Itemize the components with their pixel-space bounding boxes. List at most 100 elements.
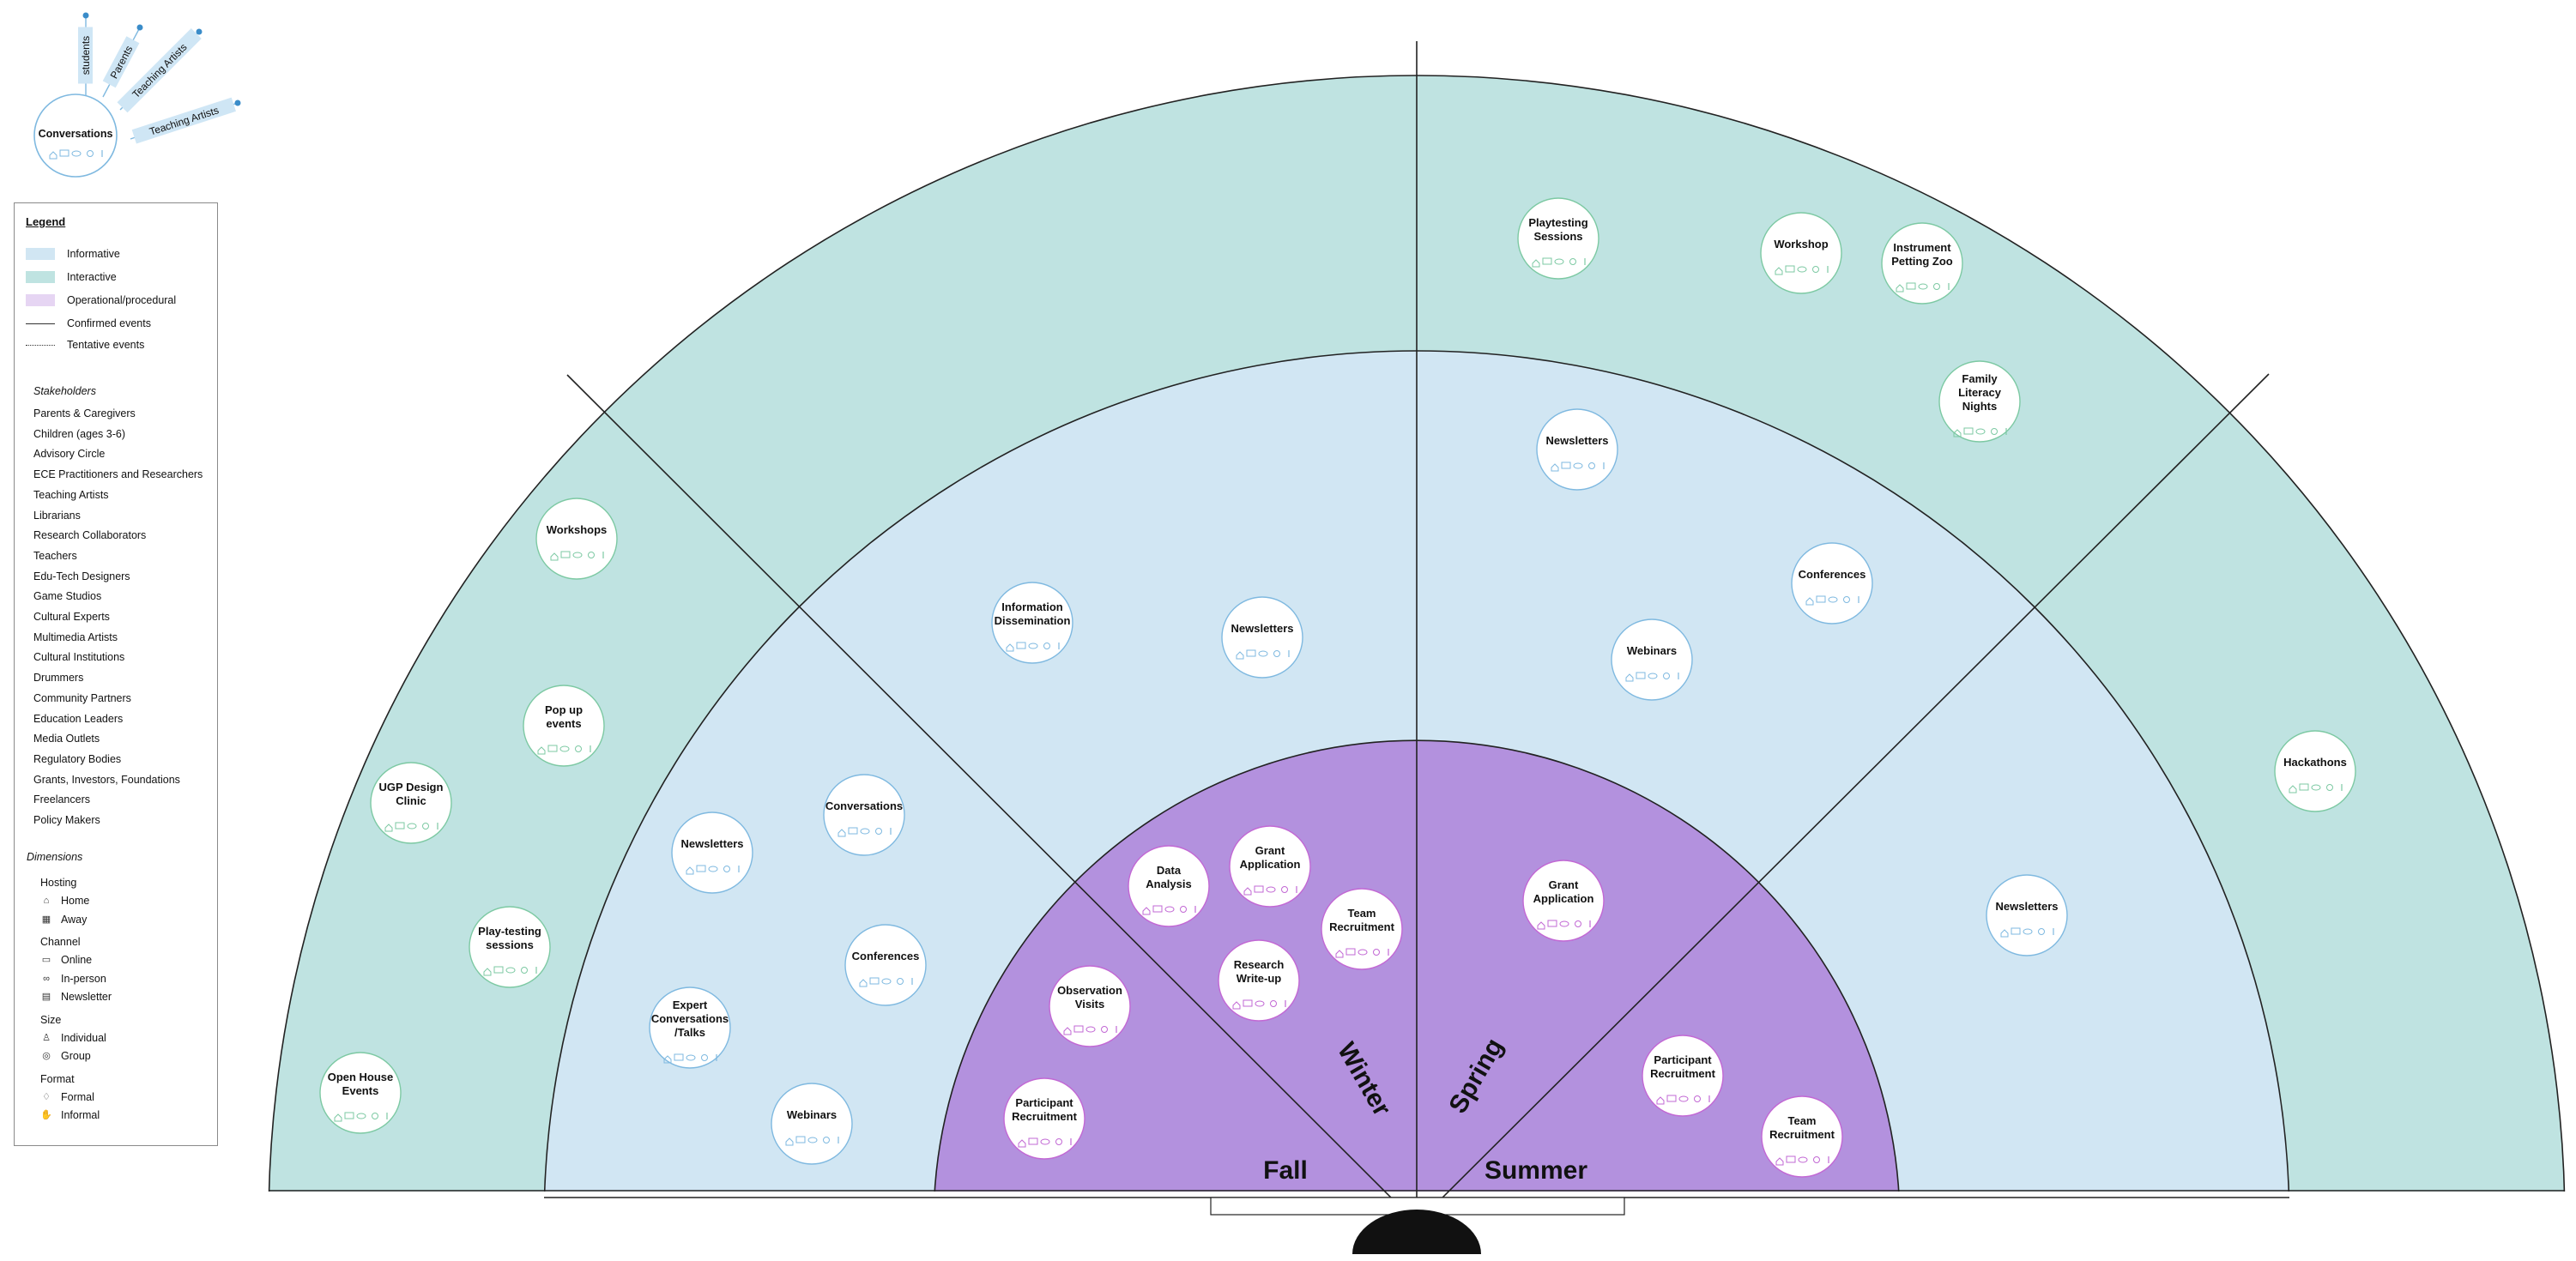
laptop-icon <box>493 966 504 974</box>
group-icon <box>1933 283 1940 290</box>
dimension-item: ▤Newsletter <box>40 991 112 1003</box>
legend-item-confirmed: Confirmed events <box>26 317 151 329</box>
event-node[interactable]: Workshops <box>535 498 618 580</box>
dimension-group-label: Format <box>40 1072 75 1085</box>
handshake-icon <box>1828 596 1838 603</box>
handshake-icon <box>1798 1156 1808 1163</box>
stakeholder-item: Children (ages 3-6) <box>33 427 125 440</box>
home-icon <box>1243 887 1252 896</box>
dimension-group-label: Hosting <box>40 877 77 889</box>
dimension-item: ✋Informal <box>40 1109 100 1121</box>
event-node-circle <box>1229 825 1311 908</box>
dimension-icons <box>1532 257 1586 268</box>
event-node[interactable]: Webinars <box>771 1083 853 1165</box>
dimension-icons <box>1656 1095 1710 1105</box>
event-node-title: Newsletters <box>1996 900 2059 913</box>
season-label-summer: Summer <box>1485 1156 1587 1185</box>
event-node[interactable]: Workshop <box>1760 212 1842 294</box>
season-label-fall: Fall <box>1263 1156 1308 1185</box>
person-icon: ♙ <box>42 1032 51 1043</box>
home-icon <box>334 1113 342 1122</box>
event-node[interactable]: Conferences <box>844 924 927 1006</box>
handshake-icon <box>559 745 570 752</box>
event-node[interactable]: Conferences <box>1791 542 1873 624</box>
home-icon <box>550 552 559 561</box>
event-node-circle <box>823 774 905 856</box>
dimension-item-label: Individual <box>61 1031 106 1044</box>
event-node[interactable]: Newsletters <box>1986 874 2068 956</box>
group-icon <box>372 1113 378 1119</box>
solid-line-sample <box>26 323 55 324</box>
dimension-icons <box>1063 1025 1117 1035</box>
building-icon: ▦ <box>41 914 51 925</box>
event-node[interactable]: Hackathons <box>2274 730 2356 812</box>
stakeholder-item: Librarians <box>33 509 81 522</box>
handshake-icon <box>1085 1026 1096 1033</box>
home-icon <box>2000 929 2009 938</box>
handshake-icon <box>356 1113 366 1119</box>
group-icon <box>1273 650 1280 657</box>
laptop-icon <box>1666 1095 1677 1102</box>
handshake-icon <box>1648 673 1658 679</box>
tag-label: Teaching Artists <box>130 41 189 100</box>
dimension-icons <box>49 149 103 160</box>
wheel-base <box>1210 1197 1625 1254</box>
dimension-icons <box>686 865 740 875</box>
group-icon <box>723 866 730 872</box>
event-node-circle <box>1218 939 1300 1022</box>
home-icon <box>1953 429 1962 437</box>
handshake-icon <box>1918 283 1928 290</box>
event-node-circle <box>1321 888 1403 970</box>
laptop-icon <box>1016 642 1026 649</box>
event-node[interactable]: Newsletters <box>671 812 753 894</box>
legend-item-operational: Operational/procedural <box>26 294 176 306</box>
dimension-icons <box>1018 1137 1072 1148</box>
season-divider-2 <box>1416 373 2270 1224</box>
event-node[interactable]: Conversations <box>823 774 905 856</box>
group-icon <box>1101 1026 1108 1033</box>
event-node-title: Workshop <box>1774 238 1828 250</box>
laptop-icon <box>1906 282 1916 290</box>
event-node[interactable]: Webinars <box>1611 618 1693 701</box>
event-node[interactable]: Newsletters <box>1536 408 1618 491</box>
event-node-circle <box>1221 596 1303 679</box>
handshake-icon <box>2023 928 2033 935</box>
dimension-group-label: Size <box>40 1013 62 1026</box>
handshake-icon <box>1573 462 1583 469</box>
group-icon <box>1694 1095 1701 1102</box>
legend-item-label: Operational/procedural <box>67 294 177 306</box>
event-node-circle <box>1522 860 1605 942</box>
home-icon <box>1551 463 1559 472</box>
group-icon <box>1588 462 1595 469</box>
event-node-circle <box>319 1052 402 1134</box>
event-node[interactable]: Newsletters <box>1221 596 1303 679</box>
stakeholder-item: Advisory Circle <box>33 448 106 461</box>
home-icon <box>1775 1157 1784 1166</box>
home-icon <box>49 151 57 160</box>
home-icon <box>1142 907 1151 915</box>
laptop-icon <box>1963 427 1974 435</box>
handshake-icon <box>1554 258 1564 265</box>
